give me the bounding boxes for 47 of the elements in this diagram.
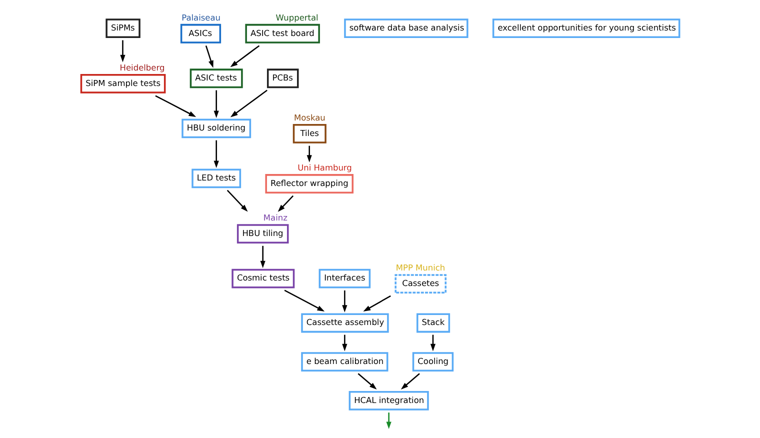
arrow — [226, 190, 248, 212]
arrow — [278, 195, 294, 212]
node-box: HBU soldering — [182, 118, 252, 138]
arrow — [342, 334, 348, 352]
node-box: Cassette assembly — [301, 313, 389, 333]
node-box: ASIC tests — [190, 68, 243, 88]
node-box: ASIC test board — [245, 24, 320, 44]
arrow — [120, 40, 126, 62]
arrow — [306, 146, 312, 162]
node-box: e beam calibration — [301, 352, 388, 372]
node-label: Wuppertal — [276, 12, 318, 23]
node-label: Moskau — [294, 112, 326, 123]
arrow — [284, 290, 325, 312]
arrow — [386, 412, 392, 430]
node-box: SiPMs — [106, 18, 140, 38]
node-box: SiPM sample tests — [80, 74, 166, 94]
node-label: Uni Hamburg — [298, 162, 352, 173]
node-box: Cosmic tests — [232, 268, 295, 288]
node-box: Stack — [416, 313, 450, 333]
node-box: PCBs — [266, 68, 299, 88]
node-box: Tiles — [292, 124, 326, 144]
node-box: HCAL integration — [348, 390, 429, 410]
arrow — [400, 373, 420, 390]
arrow — [214, 140, 219, 168]
node-box: excellent opportunities for young scientists — [492, 18, 680, 38]
node-box: software data base analysis — [344, 18, 468, 38]
node-label: Heidelberg — [120, 62, 165, 73]
arrow — [342, 290, 348, 312]
arrow — [363, 295, 391, 312]
node-label: Mainz — [263, 212, 288, 223]
node-label: Palaiseau — [182, 12, 221, 23]
arrow — [260, 246, 266, 268]
node-box: LED tests — [192, 168, 242, 188]
node-box: Interfaces — [318, 268, 371, 288]
arrow — [205, 46, 214, 68]
node-box: ASICs — [180, 24, 222, 44]
node-box: Cassetes — [394, 274, 447, 294]
node-label: MPP Munich — [396, 262, 446, 273]
arrow — [214, 90, 219, 118]
arrow — [430, 334, 436, 352]
node-box: HBU tiling — [236, 224, 289, 244]
node-box: Reflector wrapping — [265, 174, 354, 194]
node-box: Cooling — [412, 352, 454, 372]
arrow — [155, 95, 196, 117]
arrow — [230, 90, 268, 118]
arrow — [358, 373, 377, 390]
arrow — [230, 45, 260, 68]
